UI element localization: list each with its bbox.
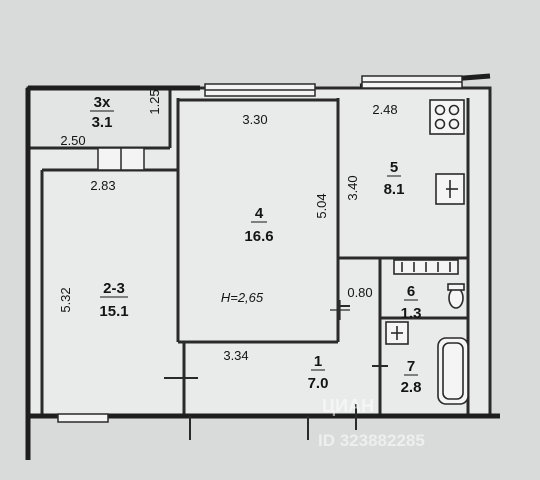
room-area-living: 16.6: [244, 228, 273, 245]
toilet-icon: [447, 283, 465, 309]
room-area-bath: 2.8: [401, 379, 422, 396]
dim-bedroom-width: 2.83: [90, 178, 115, 193]
dim-wc-width: 0.80: [347, 285, 372, 300]
dim-balcony-width: 2.50: [60, 133, 85, 148]
walls: [26, 86, 492, 418]
ceiling-height-label: H=2,65: [221, 290, 264, 305]
balcony-area: [30, 90, 170, 148]
room-number-balcony: 3х: [94, 94, 111, 111]
bathtub-icon: [437, 337, 469, 405]
window-bottom: [57, 413, 109, 423]
room-area-hall: 7.0: [308, 375, 329, 392]
room-area-bedroom: 15.1: [99, 303, 128, 320]
dim-living-width: 3.30: [242, 112, 267, 127]
watermark: ЦИАН ID 323882285: [318, 396, 425, 450]
sink-small-icon: [385, 321, 409, 345]
dim-balcony-depth: 1.25: [147, 89, 162, 114]
watermark-brand: ЦИАН: [322, 396, 374, 416]
watermark-id: ID 323882285: [318, 431, 425, 450]
room-number-kitchen: 5: [390, 159, 398, 176]
room-number-hall: 1: [314, 353, 322, 370]
room-number-living: 4: [255, 205, 264, 222]
room-number-bath: 7: [407, 358, 415, 375]
room-number-bedroom: 2-3: [103, 280, 125, 297]
dim-kitchen-length: 3.40: [345, 175, 360, 200]
dim-hall-width: 3.34: [223, 348, 248, 363]
dim-living-length: 5.04: [314, 193, 329, 218]
room-area-kitchen: 8.1: [384, 181, 405, 198]
stove-icon: [429, 99, 465, 135]
windows: [57, 75, 463, 423]
room-area-balcony: 3.1: [92, 114, 113, 131]
room-number-wc: 6: [407, 283, 415, 300]
sink-icon: [435, 173, 465, 205]
dim-bedroom-length: 5.32: [58, 287, 73, 312]
washbasin-icon: [393, 259, 459, 275]
room-area-wc: 1.3: [401, 305, 422, 322]
cross-marks: [330, 300, 350, 320]
doors: [164, 305, 388, 440]
dim-kitchen-width: 2.48: [372, 102, 397, 117]
